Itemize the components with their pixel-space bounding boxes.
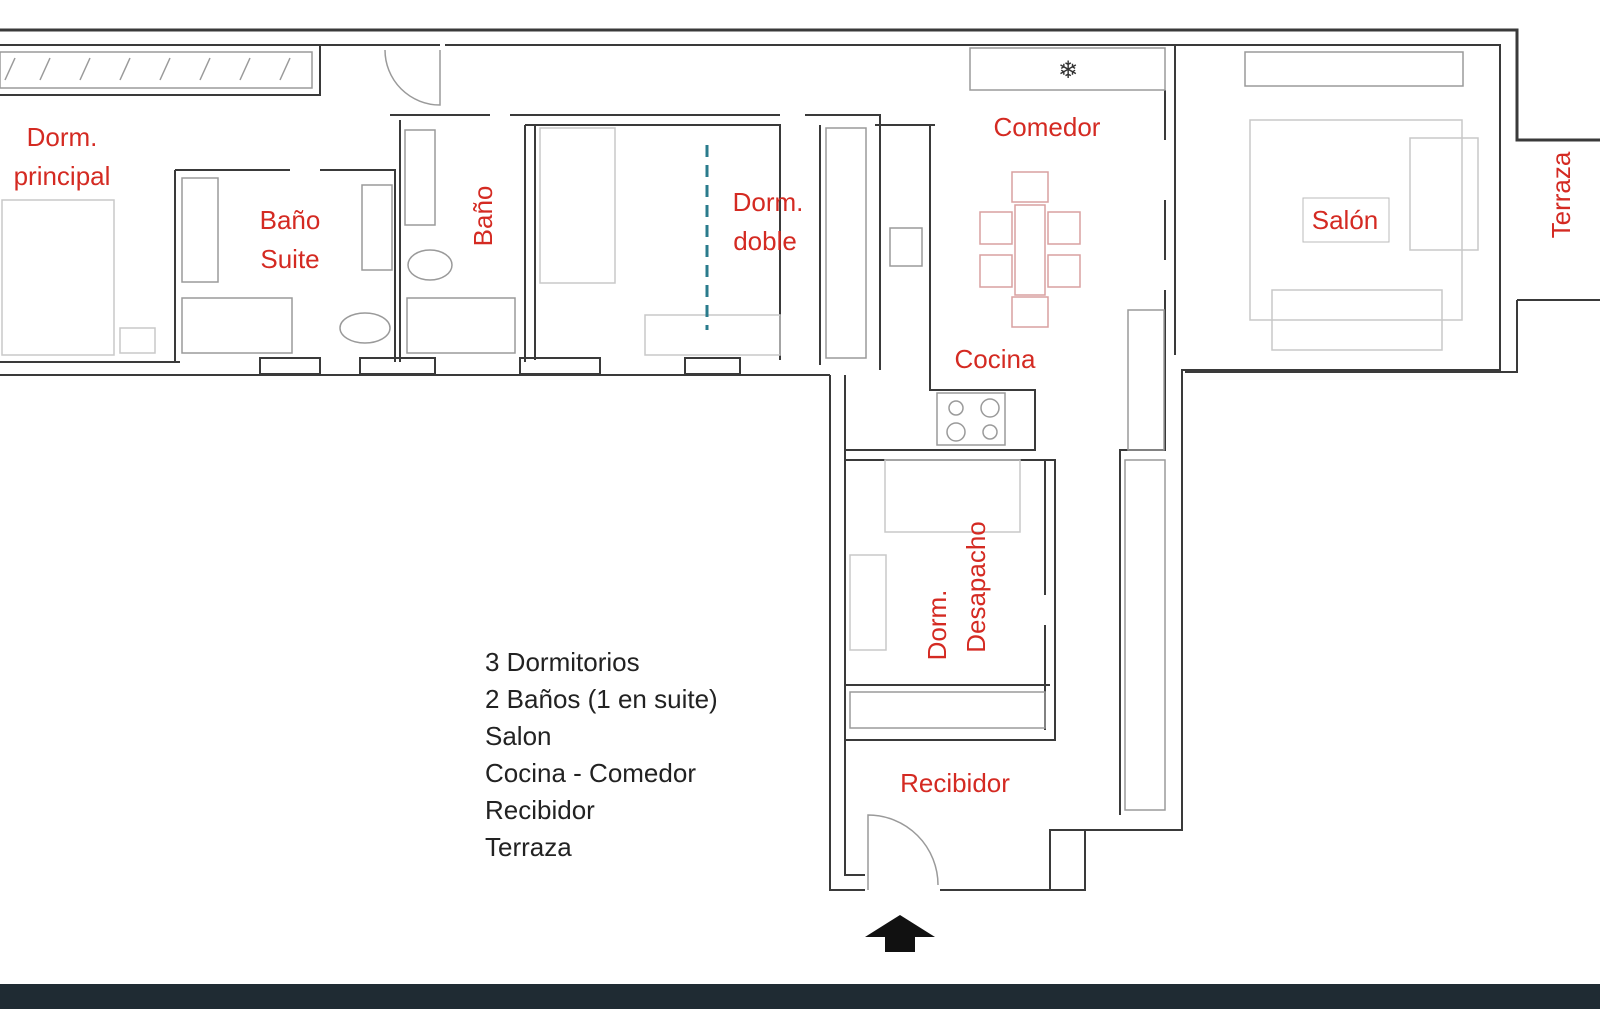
summary-item: Recibidor [485,795,595,825]
summary-item: 2 Baños (1 en suite) [485,684,718,714]
furniture [1,47,1479,651]
label-cocina: Cocina [955,344,1036,374]
summary-item: Cocina - Comedor [485,758,696,788]
label-dorm-principal-1: Dorm. [27,122,98,152]
label-dorm-despacho-1: Dorm. [922,590,952,661]
dining-table [979,171,1081,328]
label-salon: Salón [1312,205,1379,235]
wardrobes [0,51,1166,811]
label-recibidor: Recibidor [900,768,1010,798]
label-bano-suite-2: Suite [260,244,319,274]
summary-item: Terraza [485,832,572,862]
label-dorm-doble-1: Dorm. [733,187,804,217]
summary-item: Salon [485,721,552,751]
label-comedor: Comedor [994,112,1101,142]
summary-list: 3 Dormitorios 2 Baños (1 en suite) Salon… [485,647,718,862]
label-bano: Baño [468,186,498,247]
summary-item: 3 Dormitorios [485,647,640,677]
label-terraza: Terraza [1546,151,1576,238]
snowflake-icon: ❄ [1058,56,1078,84]
label-dorm-principal-2: principal [14,161,111,191]
arrow-up-icon [865,915,935,952]
footer-bar [0,984,1600,1009]
doors [384,49,939,890]
label-dorm-doble-2: doble [733,226,797,256]
walls [0,28,1600,891]
label-dorm-despacho-2: Desapacho [961,521,991,653]
label-bano-suite-1: Baño [260,205,321,235]
